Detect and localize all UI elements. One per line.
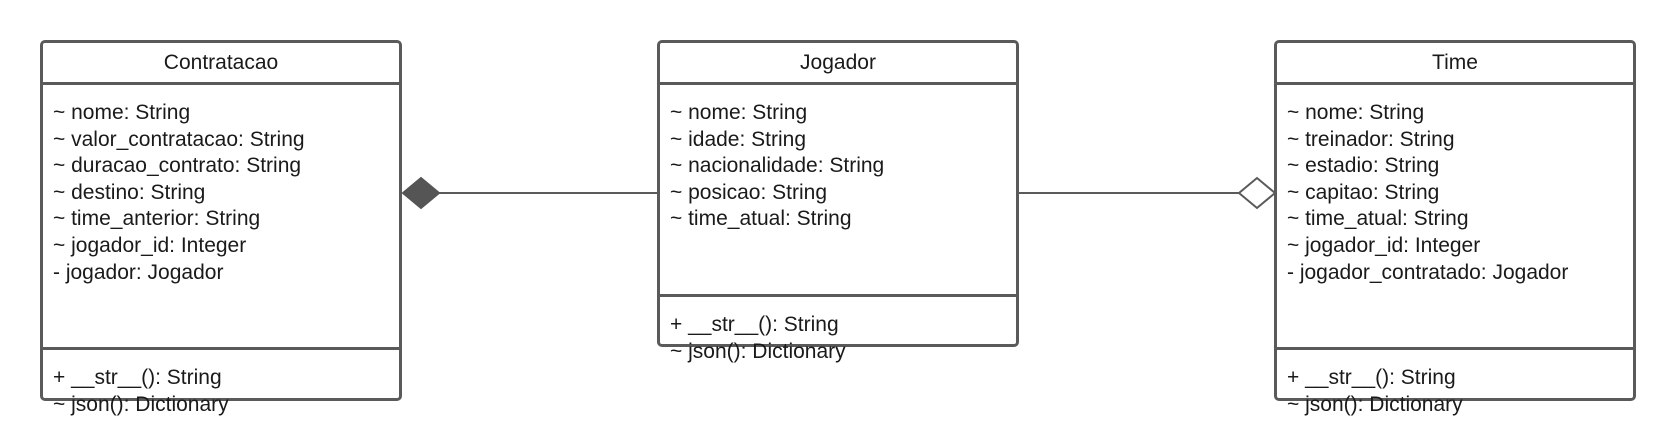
- attribute: ~ capitao: String: [1287, 180, 1440, 204]
- method: ~ json(): Dictionary: [53, 392, 229, 416]
- class-name: Jogador: [660, 43, 1016, 85]
- method: + __str__(): String: [670, 313, 839, 336]
- method: ~ json(): Dictionary: [670, 339, 846, 363]
- method: ~ json(): Dictionary: [1287, 392, 1463, 416]
- methods-section: + __str__(): String ~ json(): Dictionary: [43, 350, 399, 418]
- attribute: ~ posicao: String: [670, 180, 828, 204]
- class-box-contratacao[interactable]: Contratacao ~ nome: String ~ valor_contr…: [40, 40, 402, 416]
- attribute: ~ nome: String: [1287, 101, 1425, 124]
- attribute: ~ destino: String: [53, 180, 206, 204]
- attribute: ~ valor_contratacao: String: [53, 127, 305, 151]
- attributes-section: ~ nome: String ~ valor_contratacao: Stri…: [43, 85, 399, 350]
- class-box-jogador[interactable]: Jogador ~ nome: String ~ idade: String ~…: [657, 40, 1019, 363]
- attribute: ~ jogador_id: Integer: [1287, 233, 1481, 257]
- attribute: ~ nacionalidade: String: [670, 154, 885, 178]
- attribute: ~ time_atual: String: [670, 207, 852, 231]
- class-box-time[interactable]: Time ~ nome: String ~ treinador: String …: [1274, 40, 1636, 416]
- attribute: ~ nome: String: [670, 101, 808, 124]
- methods-section: + __str__(): String ~ json(): Dictionary: [1277, 350, 1633, 418]
- attribute: ~ time_anterior: String: [53, 207, 261, 231]
- attribute: - jogador: Jogador: [53, 260, 224, 284]
- attribute: ~ nome: String: [53, 101, 191, 124]
- attribute: ~ duracao_contrato: String: [53, 154, 302, 178]
- attribute: ~ treinador: String: [1287, 127, 1455, 151]
- attribute: ~ time_atual: String: [1287, 207, 1469, 231]
- method: + __str__(): String: [53, 366, 222, 389]
- attribute: ~ jogador_id: Integer: [53, 233, 247, 257]
- attribute: ~ idade: String: [670, 127, 807, 151]
- class-name: Contratacao: [43, 43, 399, 85]
- attribute: - jogador_contratado: Jogador: [1287, 260, 1569, 284]
- attribute: ~ estadio: String: [1287, 154, 1440, 178]
- composition-diamond: [401, 176, 441, 210]
- methods-section: + __str__(): String ~ json(): Dictionary: [660, 297, 1016, 365]
- attributes-section: ~ nome: String ~ treinador: String ~ est…: [1277, 85, 1633, 350]
- aggregation-diamond: [1237, 176, 1277, 210]
- method: + __str__(): String: [1287, 366, 1456, 389]
- class-name: Time: [1277, 43, 1633, 85]
- attributes-section: ~ nome: String ~ idade: String ~ naciona…: [660, 85, 1016, 297]
